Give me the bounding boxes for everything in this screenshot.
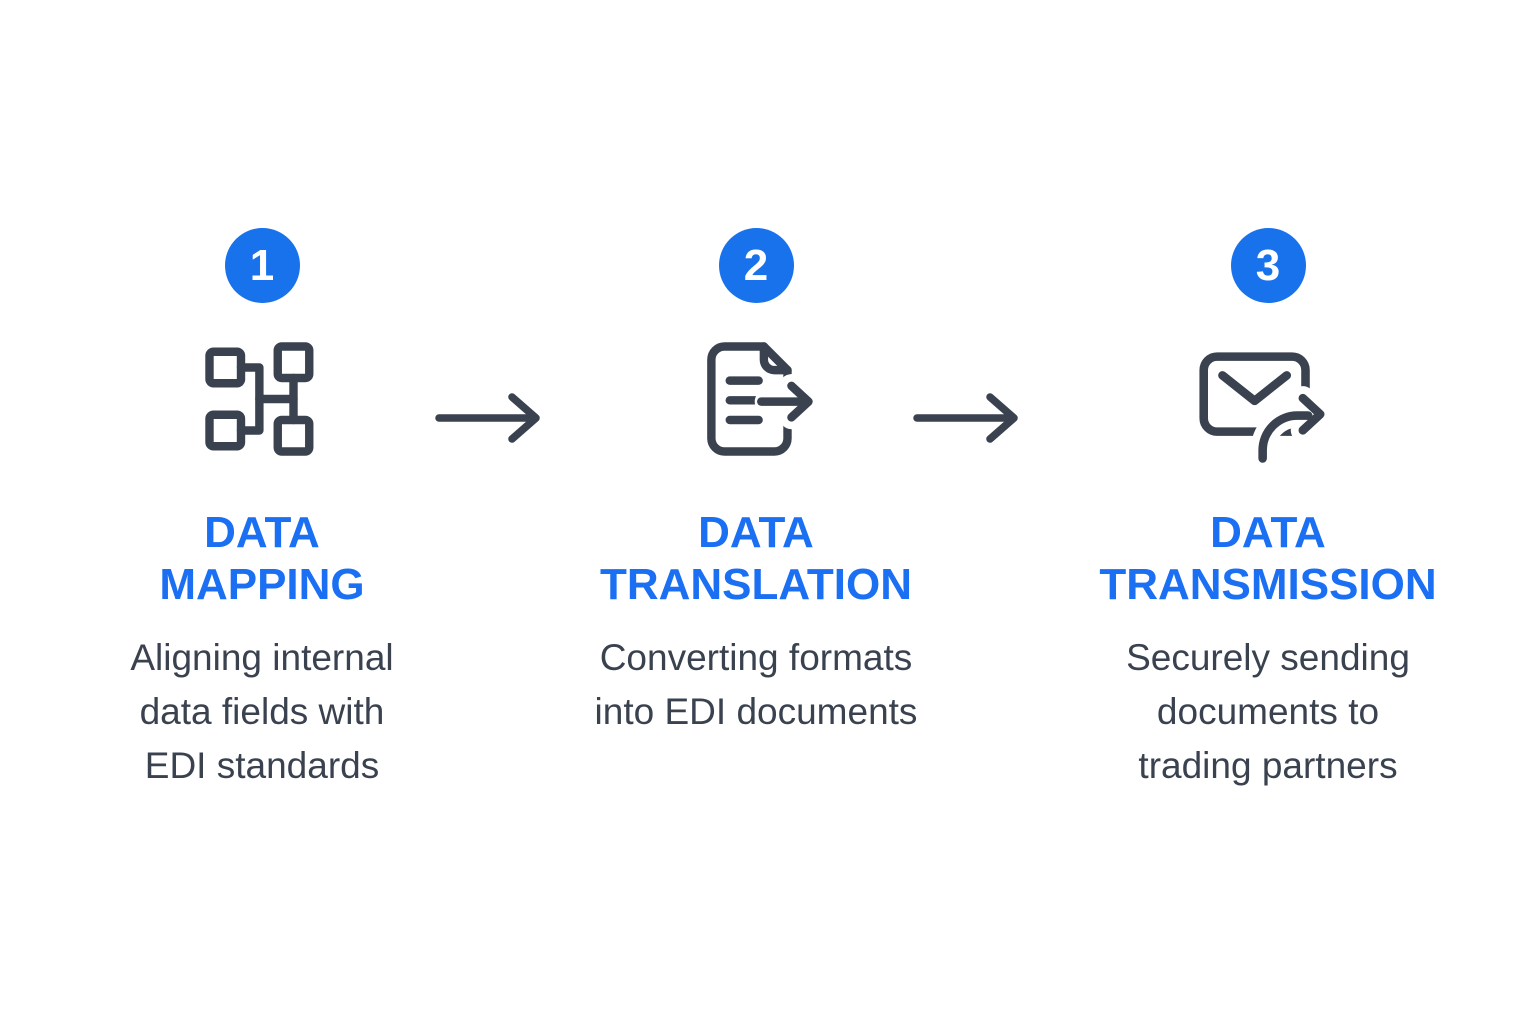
step-number: 1 xyxy=(249,240,275,290)
step-number-badge: 2 xyxy=(718,228,794,303)
step-title: DATA TRANSMISSION xyxy=(1099,508,1437,609)
step-title: DATA TRANSLATION xyxy=(599,508,913,609)
step-title: DATA MAPPING xyxy=(159,508,365,609)
step-data-translation: 2 DATA TRANSLA xyxy=(556,228,956,739)
step-number: 2 xyxy=(743,240,769,290)
document-arrow-icon xyxy=(693,333,819,465)
sitemap-icon xyxy=(199,333,325,465)
envelope-send-icon xyxy=(1193,333,1343,465)
step-data-mapping: 1 DATA MAPPING Aligning internal data fi… xyxy=(62,228,462,793)
flow-arrow-icon xyxy=(434,392,564,449)
step-data-transmission: 3 DATA TRANSMISSION Securely sending doc… xyxy=(1038,228,1498,793)
flow-arrow-icon xyxy=(912,392,1042,449)
step-number-badge: 1 xyxy=(224,228,300,303)
step-number: 3 xyxy=(1255,240,1281,290)
step-number-badge: 3 xyxy=(1230,228,1306,303)
step-description: Aligning internal data fields with EDI s… xyxy=(130,636,394,786)
step-description: Securely sending documents to trading pa… xyxy=(1126,636,1410,786)
step-description: Converting formats into EDI documents xyxy=(594,636,918,732)
